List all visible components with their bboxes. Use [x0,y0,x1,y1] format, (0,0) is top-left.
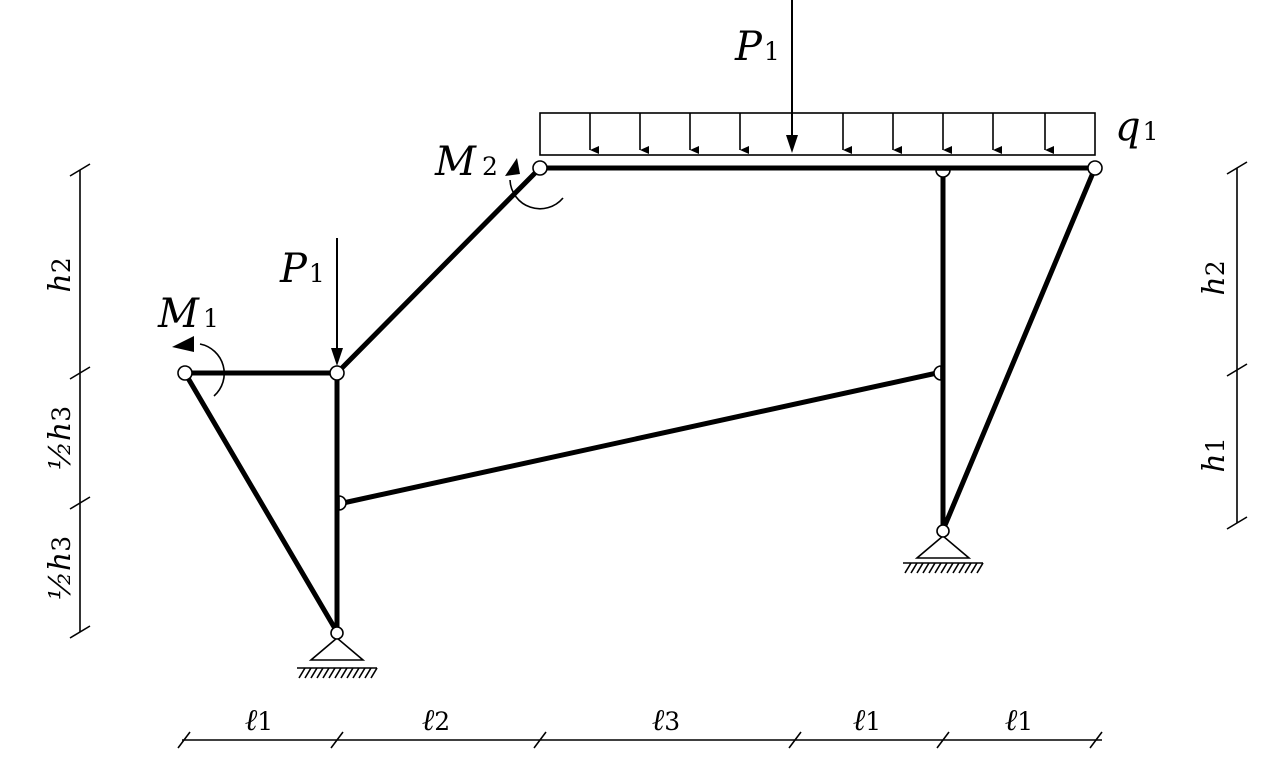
q1-label: q1 [1115,104,1159,150]
frame-members [182,165,1098,635]
dim-bottom-l1-second: ℓ1 [853,703,881,738]
inclined-member [334,165,543,376]
left-diagonal-member [182,370,340,635]
point-load-p1-left [331,238,343,366]
distributed-load-q1 [539,112,1096,156]
half-hinge-left-column-mid [338,495,347,511]
p1-left-label: P1 [279,246,325,292]
right-support [903,524,984,574]
moment-m2 [505,158,564,210]
right-dimension-line [1226,161,1248,530]
dim-bottom-l1-third: ℓ1 [1005,703,1033,738]
dim-right-h1: h1 [1197,437,1232,472]
moment-m1 [172,336,226,397]
dim-right-h2: h2 [1197,260,1232,295]
half-hinge-right-column-mid [933,365,942,381]
dim-left-half-h3-upper: ½h3 [43,406,78,470]
dim-bottom-l2: ℓ2 [422,703,450,738]
hinge-left-end [177,365,193,381]
dim-bottom-l3: ℓ3 [652,703,680,738]
hinge-left-column-top [329,365,345,381]
hinge-top-right [1087,160,1103,176]
dim-bottom-l1-first: ℓ1 [245,703,273,738]
right-diagonal-member [940,165,1098,533]
bottom-dimension-line [177,731,1103,749]
point-load-p1-top [786,0,798,153]
middle-link-member [340,370,940,506]
p1-top-label: P1 [734,24,780,70]
dim-left-h2: h2 [43,257,78,292]
dim-left-half-h3-lower: ½h3 [43,536,78,600]
hinges [177,160,1103,511]
left-dimension-line [69,163,91,639]
hinge-top-left [532,160,548,176]
half-hinge-right-column-top [935,169,951,178]
left-support [297,626,378,679]
